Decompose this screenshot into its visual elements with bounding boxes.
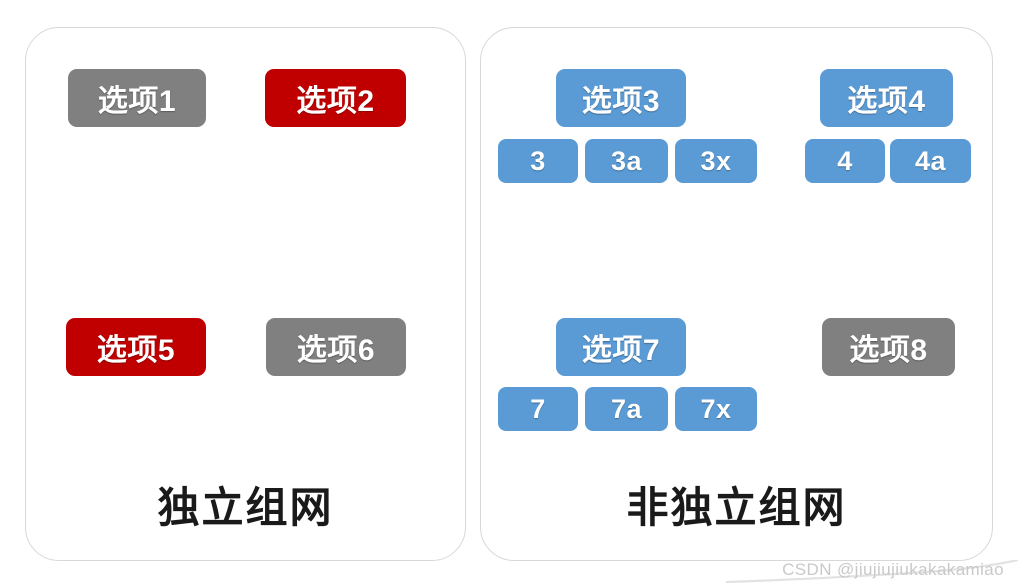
chip-option-6[interactable]: 选项6 (266, 318, 406, 376)
panel-caption-nonstandalone: 非独立组网 (626, 484, 847, 531)
chip-option-7-sub-7a[interactable]: 7a (585, 387, 668, 431)
chip-option-7[interactable]: 选项7 (556, 318, 686, 376)
chip-option-4-sub-4a[interactable]: 4a (890, 139, 971, 183)
chip-option-3-sub-3a[interactable]: 3a (585, 139, 668, 183)
panel-caption-standalone: 独立组网 (157, 484, 334, 531)
chip-option-1[interactable]: 选项1 (68, 69, 206, 127)
chip-option-4-sub-4[interactable]: 4 (805, 139, 885, 183)
chip-option-4[interactable]: 选项4 (820, 69, 953, 127)
chip-option-8[interactable]: 选项8 (822, 318, 955, 376)
chip-option-7-sub-7x[interactable]: 7x (675, 387, 757, 431)
watermark-label: CSDN @jiujiujiukakakamiao (782, 560, 1004, 579)
chip-option-3[interactable]: 选项3 (556, 69, 686, 127)
chip-option-3-sub-3[interactable]: 3 (498, 139, 578, 183)
chip-option-7-sub-7[interactable]: 7 (498, 387, 578, 431)
chip-option-3-sub-3x[interactable]: 3x (675, 139, 757, 183)
chip-option-5[interactable]: 选项5 (66, 318, 206, 376)
chip-option-2[interactable]: 选项2 (265, 69, 406, 127)
